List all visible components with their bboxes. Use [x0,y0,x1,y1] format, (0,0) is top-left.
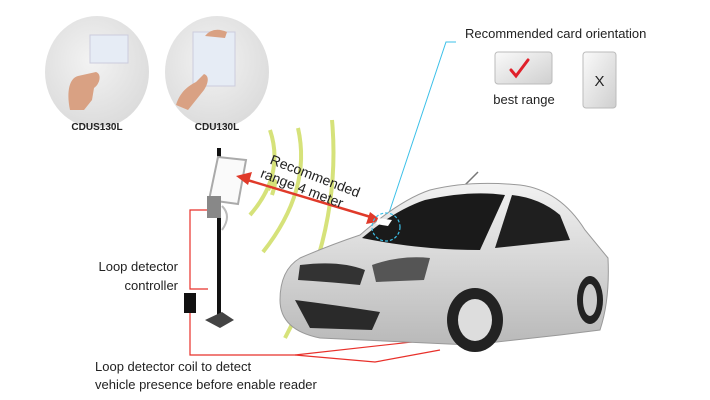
range-label: Recommended range 4 meter [259,151,363,211]
lower-grille [295,300,380,330]
car-illustration [279,171,609,352]
callout-pointer-line [383,41,456,229]
card-image [89,34,129,64]
hand-image [176,74,208,110]
loop-detector-controller-box [184,293,196,313]
checkmark-icon [509,58,530,79]
headlight [372,257,430,282]
reader-box [207,196,221,218]
card-image [192,31,236,87]
coil-label-line2: vehicle presence before enable reader [95,377,318,392]
wave-1 [248,129,277,217]
card-model-label: CDUS130L [71,122,122,133]
windshield-card [376,218,392,226]
x-mark-icon: X [594,73,604,90]
card-model-label: CDU130L [195,122,239,133]
best-range-label: best range [493,92,554,107]
card-demo-cdu130l: CDU130L [165,16,269,133]
card-demo-cdus130l: CDUS130L [45,16,149,133]
front-grille [298,263,365,285]
side-window [495,195,570,248]
wave-2 [261,127,304,254]
controller-label-line2: controller [125,278,179,293]
rfid-reader-panel [207,155,248,206]
rfid-reader-pole [205,148,248,328]
windshield [362,193,505,250]
card-vertical-bad [582,51,617,109]
coil-label-line1: Loop detector coil to detect [95,359,251,374]
card-placement-highlight [371,212,401,242]
hand-image [68,72,100,110]
controller-label-line1: Loop detector [98,259,178,274]
orientation-title: Recommended card orientation [465,26,646,41]
